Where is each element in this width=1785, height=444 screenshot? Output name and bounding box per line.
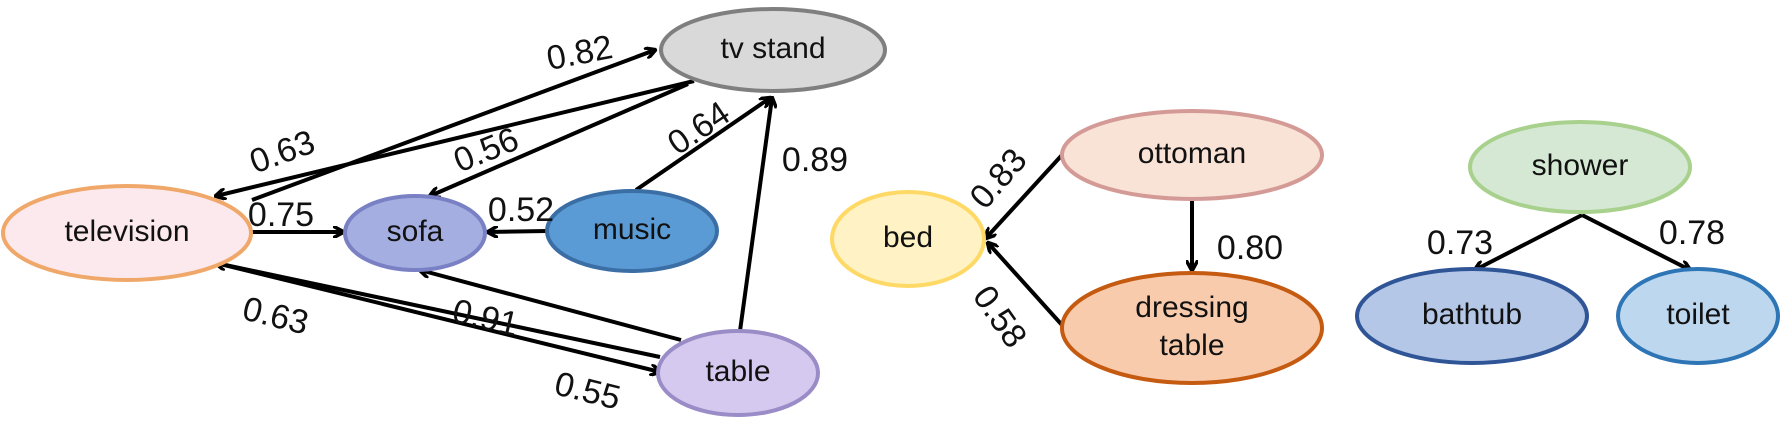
node-label: table [1159, 329, 1224, 362]
node-label: bathtub [1422, 298, 1522, 331]
node-label: dressing [1135, 291, 1248, 324]
edge-shower-to-bathtub [1475, 213, 1583, 270]
edge-weight-label: 0.63 [239, 290, 312, 343]
edges-layer [216, 50, 1690, 372]
edge-tv_stand-to-television [216, 79, 695, 196]
node-ellipse [1616, 267, 1780, 365]
edge-music-to-tv_stand [634, 98, 770, 192]
node-label: television [64, 215, 189, 248]
node-shower: shower [1468, 120, 1692, 214]
edge-television-to-tv_stand [251, 50, 655, 202]
edge-tv_stand-to-sofa [430, 82, 689, 196]
edge-shower-to-toilet [1581, 213, 1690, 270]
node-label: ottoman [1138, 137, 1246, 170]
node-label: toilet [1666, 298, 1730, 331]
nodes-layer: tv stand television sofa music table ottoman b… [1, 7, 1780, 417]
node-tv-stand: tv stand [659, 7, 887, 93]
edge-weight-label: 0.64 [661, 94, 737, 163]
node-ellipse [1468, 120, 1692, 214]
node-television: television [1, 184, 253, 282]
node-label: tv stand [720, 32, 825, 65]
node-label: bed [883, 221, 933, 254]
edge-weight-label: 0.55 [551, 365, 624, 418]
edge-weight-label: 0.80 [1217, 229, 1283, 267]
edge-weight-label: 0.73 [1427, 224, 1493, 262]
node-ellipse [830, 190, 986, 288]
edge-weight-label: 0.89 [782, 141, 848, 179]
node-music: music [545, 189, 719, 273]
node-label: music [593, 213, 671, 246]
node-label: shower [1532, 149, 1629, 182]
node-bathtub: bathtub [1355, 267, 1589, 365]
node-toilet: toilet [1616, 267, 1780, 365]
node-bed: bed [830, 190, 986, 288]
edge-music-to-sofa [488, 231, 548, 232]
node-ellipse [545, 189, 719, 273]
edge-television-to-table [215, 261, 660, 372]
node-table: table [656, 329, 820, 417]
node-label: sofa [387, 215, 444, 248]
edge-weight-label: 0.91 [449, 292, 522, 344]
edge-weight-label: 0.58 [965, 279, 1034, 355]
edge-ottoman-to-bed [986, 153, 1064, 238]
node-ottoman: ottoman [1060, 109, 1324, 201]
node-ellipse [1355, 267, 1589, 365]
edge-weight-label: 0.83 [962, 141, 1034, 216]
node-ellipse [1060, 109, 1324, 201]
node-ellipse [1060, 271, 1324, 385]
edge-weight-label: 0.52 [488, 191, 554, 229]
edge-table-to-sofa [420, 270, 682, 342]
node-ellipse [656, 329, 820, 417]
node-ellipse [659, 7, 887, 93]
edge-table-to-television [216, 263, 661, 359]
edge-table-to-tv_stand [738, 98, 772, 332]
edge-weight-label: 0.78 [1659, 214, 1725, 252]
node-label: table [705, 355, 770, 388]
edge-dressing_table-to-bed [988, 243, 1064, 327]
node-sofa: sofa [343, 194, 487, 272]
node-dressing-table: dressing table [1060, 271, 1324, 385]
node-ellipse [1, 184, 253, 282]
node-ellipse [343, 194, 487, 272]
edge-weight-label: 0.75 [248, 196, 314, 234]
